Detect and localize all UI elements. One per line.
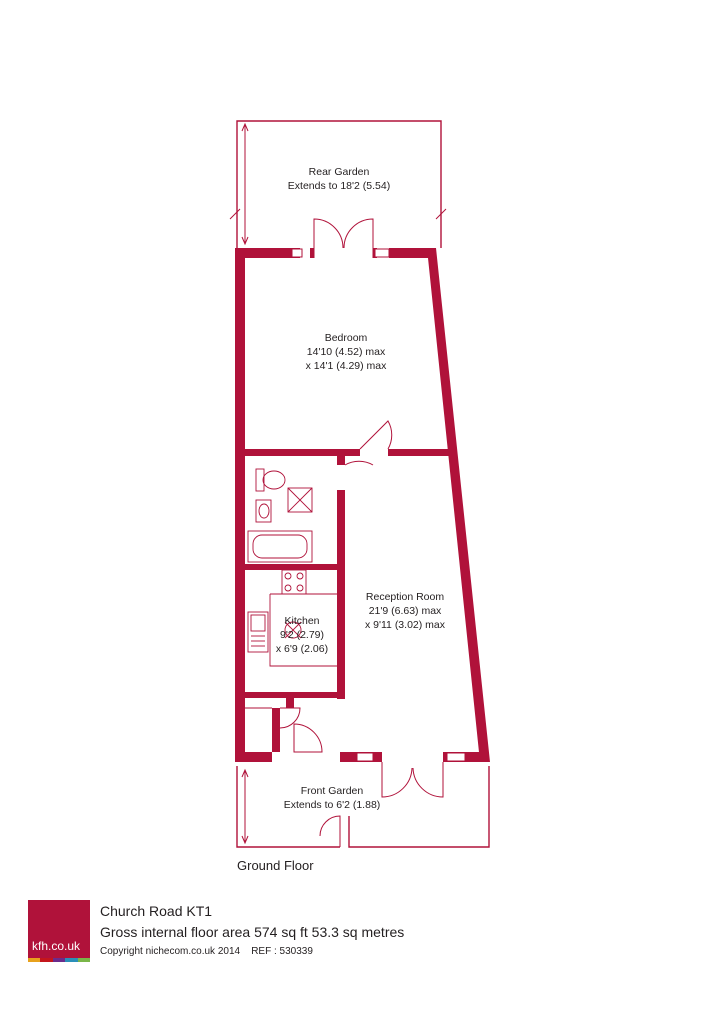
windows <box>291 248 466 762</box>
garden-outlines <box>236 120 490 848</box>
reception-dim1: 21'9 (6.63) max <box>369 605 442 617</box>
logo-strip-segment <box>40 958 53 962</box>
reference-text: REF : 530339 <box>251 946 313 957</box>
logo-strip-segment <box>77 958 91 962</box>
rear-garden-name: Rear Garden <box>309 166 370 178</box>
kitchen-dim1: 9'2 (2.79) <box>280 629 324 641</box>
logo-text: kfh.co.uk <box>32 939 81 953</box>
rear-garden-dims: Extends to 18'2 (5.54) <box>288 180 390 192</box>
bedroom-dim1: 14'10 (4.52) max <box>307 346 386 358</box>
property-title: Church Road KT1 <box>100 903 213 919</box>
kitchen-dim2: x 6'9 (2.06) <box>276 643 328 655</box>
fixtures <box>245 468 337 709</box>
copyright-line: Copyright nichecom.co.uk 2014 REF : 5303… <box>100 946 313 957</box>
floor-plan: Rear Garden Extends to 18'2 (5.54) Bedro… <box>229 120 490 848</box>
floor-area: Gross internal floor area 574 sq ft 53.3… <box>100 924 405 940</box>
room-labels: Rear Garden Extends to 18'2 (5.54) Bedro… <box>276 166 446 811</box>
logo-strip-segment <box>28 958 41 962</box>
bedroom-name: Bedroom <box>325 332 368 344</box>
logo-color-strip <box>28 958 91 962</box>
kfh-logo: kfh.co.uk <box>28 900 91 962</box>
dimension-markers <box>229 122 447 845</box>
front-garden-name: Front Garden <box>301 785 364 797</box>
reception-dim2: x 9'11 (3.02) max <box>365 619 446 631</box>
front-garden-dims: Extends to 6'2 (1.88) <box>284 799 381 811</box>
copyright-text: Copyright nichecom.co.uk 2014 <box>100 946 241 957</box>
floor-label: Ground Floor <box>237 858 314 873</box>
bedroom-dim2: x 14'1 (4.29) max <box>306 360 388 372</box>
walls <box>235 248 490 762</box>
reception-name: Reception Room <box>366 591 444 603</box>
logo-strip-segment <box>52 958 66 962</box>
logo-strip-segment <box>65 958 78 962</box>
doors <box>279 218 444 847</box>
kitchen-name: Kitchen <box>284 615 319 627</box>
